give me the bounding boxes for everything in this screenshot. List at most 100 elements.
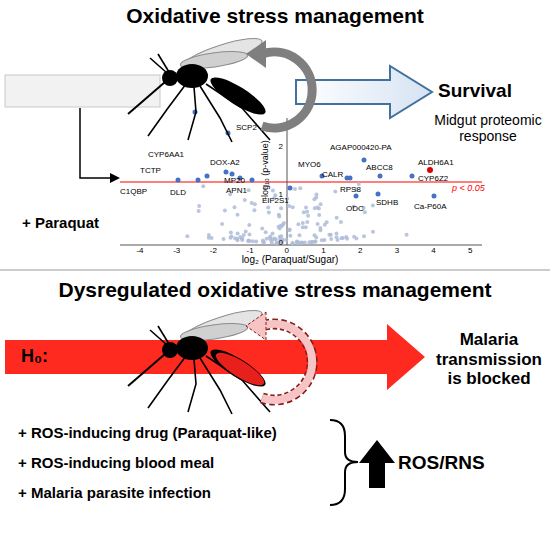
outcome-label: Malaria transmission is blocked: [430, 330, 548, 389]
data-point: [319, 228, 323, 232]
data-point: [371, 230, 375, 234]
broken-cycle-head: [246, 312, 266, 340]
data-point: [317, 213, 321, 217]
data-point: [302, 210, 306, 214]
data-point: [315, 192, 319, 196]
data-point: [300, 241, 304, 245]
data-point: [220, 222, 224, 226]
data-point: [247, 238, 251, 242]
x-axis: [120, 245, 482, 246]
tick-label: -2: [203, 246, 223, 255]
data-point: [319, 202, 323, 206]
data-point: [201, 184, 205, 188]
data-point: [314, 239, 318, 243]
data-point: [240, 236, 244, 240]
data-point: [279, 206, 283, 210]
protein-label: MYO6: [298, 160, 321, 169]
cycle-arrow-head: [246, 40, 266, 68]
protein-label: AGAP000420-PA: [330, 143, 392, 152]
y-axis: [287, 118, 288, 245]
protein-label: APN1: [226, 186, 247, 195]
data-point: [268, 235, 272, 239]
cycle-arrow: [262, 52, 312, 128]
data-point: [291, 241, 295, 245]
data-point: [371, 204, 375, 208]
survival-arrow: [296, 66, 432, 118]
data-point: [282, 221, 286, 225]
axis-title: -log₁₀ (p-value): [260, 120, 270, 220]
tick-label: 2: [270, 142, 283, 151]
data-point: [260, 226, 264, 230]
data-point: [197, 209, 201, 213]
data-point: [247, 223, 251, 227]
blood-midgut: [212, 347, 268, 390]
data-point: [298, 186, 302, 190]
data-point: [233, 236, 237, 240]
protein-label: DLD: [170, 188, 186, 197]
data-point: [207, 233, 211, 237]
data-point: [248, 233, 252, 237]
data-point: [305, 220, 309, 224]
data-point: [271, 189, 275, 193]
data-point: [278, 227, 282, 231]
condition-label: + Malaria parasite infection: [18, 484, 211, 501]
arrow-fill: [5, 324, 425, 390]
axis-title: log₂ (Paraquat/Sugar): [210, 254, 370, 266]
data-point: [270, 241, 274, 245]
data-point: [405, 233, 409, 237]
curly-bracket: [330, 420, 358, 505]
hypothesis-arrow: H₀:: [5, 322, 427, 392]
data-point: [233, 205, 237, 209]
data-point: [267, 210, 271, 214]
outcome-label: Survival: [438, 80, 512, 102]
data-point: [304, 225, 308, 229]
data-point: [243, 198, 247, 202]
data-point: [288, 234, 292, 238]
treatment-label: + Paraquat: [22, 214, 99, 231]
leader-line: [80, 108, 112, 178]
data-point: [229, 234, 233, 238]
data-point: [236, 232, 240, 236]
highlight-point: [427, 167, 433, 173]
data-point: [314, 235, 318, 239]
broken-cycle-arrow: [262, 324, 312, 400]
data-point: [335, 216, 339, 220]
data-point: [275, 241, 279, 245]
data-point: [197, 204, 201, 208]
tick-label: -1: [240, 246, 260, 255]
data-point: [316, 222, 320, 226]
data-point: [242, 233, 246, 237]
data-point: [344, 235, 348, 239]
data-point: [291, 205, 295, 209]
data-point: [229, 231, 233, 235]
data-point: [339, 220, 343, 224]
tick-label: 1: [314, 246, 334, 255]
tick-label: -3: [167, 246, 187, 255]
panel-caption: Midgut proteomic response: [428, 112, 548, 144]
tick-label: 5: [460, 246, 480, 255]
data-point: [333, 189, 337, 193]
tick-label: 4: [424, 246, 444, 255]
protein-label: ODC: [346, 204, 364, 213]
protein-label: CALR: [322, 170, 343, 179]
protein-label: DOX-A2: [210, 158, 240, 167]
protein-label: Ca-P60A: [414, 202, 446, 211]
arrow-head: [110, 173, 120, 183]
protein-label: CYP6AA1: [148, 150, 184, 159]
condition-label: + ROS-inducing blood meal: [18, 454, 214, 471]
result-label: ROS/RNS: [398, 452, 485, 474]
condition-label: + ROS-inducing drug (Paraquat-like): [18, 424, 277, 441]
protein-label: SDHB: [376, 198, 398, 207]
tick-label: 3: [387, 246, 407, 255]
tick-label: 0: [277, 246, 297, 255]
protein-label: TCTP: [140, 166, 161, 175]
tick-label: 2: [350, 246, 370, 255]
data-point: [313, 240, 317, 244]
labelled-points: [176, 110, 437, 199]
mosquito: [128, 304, 270, 414]
data-point: [254, 240, 258, 244]
data-point: [253, 202, 257, 206]
protein-label: C1QBP: [120, 187, 147, 196]
data-point: [290, 241, 294, 245]
